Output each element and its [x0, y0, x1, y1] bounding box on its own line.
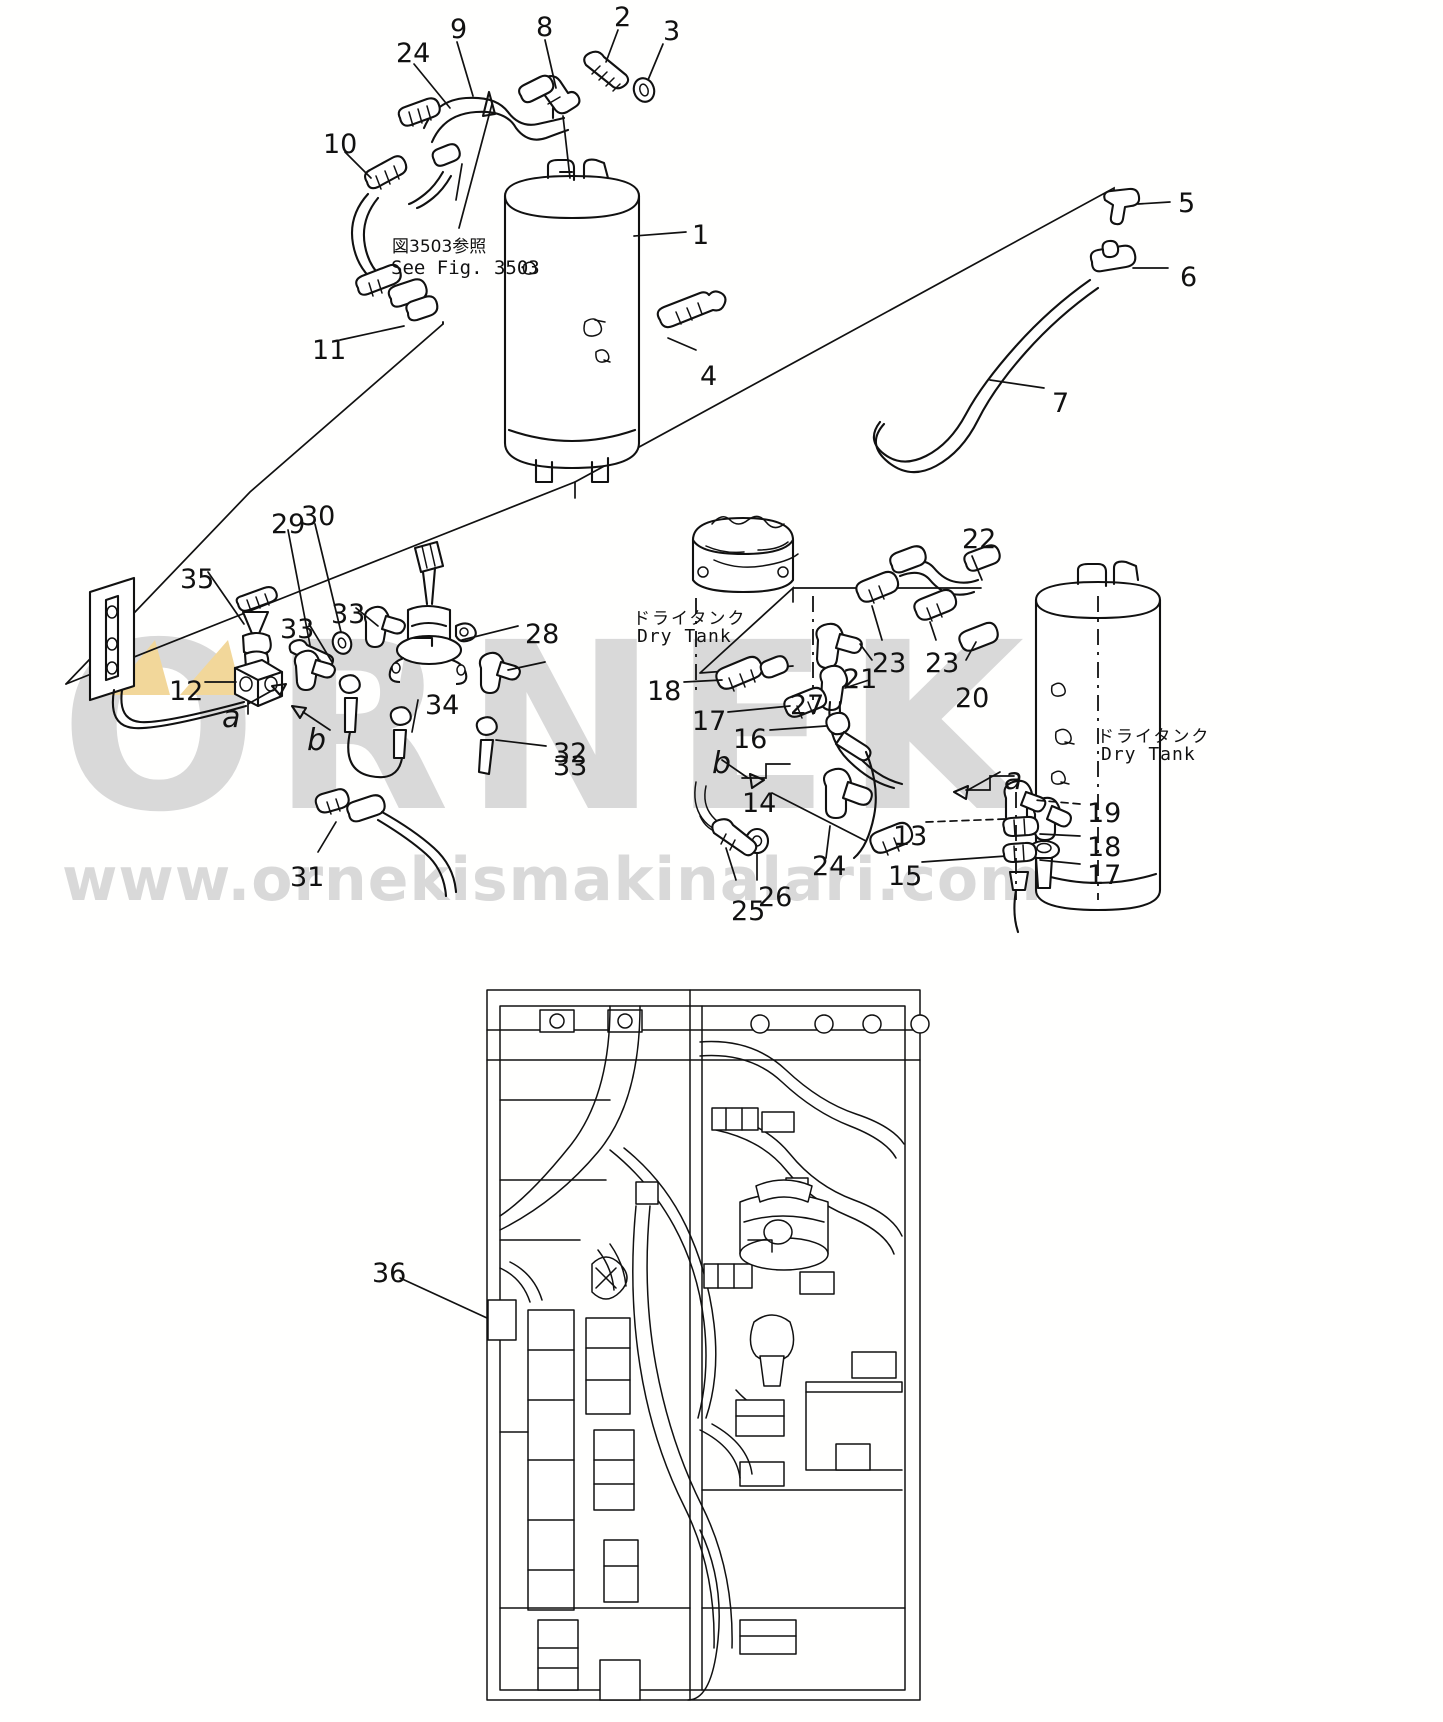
- dry-tank-right: [1034, 560, 1162, 912]
- part-28-governor: [388, 540, 519, 686]
- part-3-washer: [632, 77, 656, 103]
- callout-32: 32: [553, 738, 588, 769]
- callout-25: 25: [731, 896, 766, 927]
- callout-29: 29: [271, 509, 306, 540]
- part-23-fitting-b: [913, 588, 958, 641]
- callout-27: 27: [790, 690, 825, 721]
- callout-6: 6: [1180, 262, 1198, 293]
- dry-tank-right-label-jp: ドライタンク: [1097, 727, 1211, 747]
- callout-a: a: [222, 700, 241, 735]
- part-9-hose: [397, 74, 570, 144]
- callout-33: 33: [553, 751, 588, 782]
- callout-31: 31: [290, 862, 325, 893]
- part-22-hose: [889, 544, 1001, 596]
- installation-frame: [486, 989, 930, 1701]
- part-20-connector: [958, 621, 999, 661]
- part-17-fitting-right: [1002, 841, 1081, 934]
- callout-26: 26: [758, 882, 793, 913]
- part-24-fitting: [822, 767, 873, 859]
- callout-17: 17: [692, 706, 727, 737]
- callout-35: 35: [180, 564, 215, 595]
- callout-3: 3: [663, 16, 681, 47]
- part-7-hose: [872, 278, 1100, 474]
- callout-20: 20: [955, 683, 990, 714]
- part-33-elbow-a: [293, 649, 336, 692]
- installed-valve-cluster: [487, 1243, 639, 1691]
- callout-21: 21: [843, 664, 878, 695]
- installed-governor: [739, 1179, 829, 1271]
- callout-1: 1: [692, 220, 710, 251]
- part-12-junction-block: [233, 658, 284, 708]
- part-33-elbow-b: [355, 605, 406, 649]
- callout-17: 17: [1087, 860, 1122, 891]
- callout-36: 36: [372, 1258, 407, 1289]
- callout-23: 23: [872, 648, 907, 679]
- callout-33: 33: [280, 614, 315, 645]
- callout-14: 14: [742, 788, 777, 819]
- callout-28: 28: [525, 619, 560, 650]
- callout-22: 22: [962, 524, 997, 555]
- fig-reference-jp: 図3503参照: [392, 237, 487, 257]
- dry-tank-left-label-jp: ドライタンク: [633, 609, 747, 629]
- installed-filter: [735, 1314, 795, 1409]
- callout-33: 33: [331, 599, 366, 630]
- callout-18: 18: [1087, 832, 1122, 863]
- part-2-bolt: [583, 50, 630, 92]
- callout-24: 24: [396, 38, 431, 69]
- part-23-fitting-a: [855, 570, 900, 641]
- part-34-hose: [338, 674, 419, 779]
- callout-16: 16: [733, 724, 768, 755]
- callout-18: 18: [647, 676, 682, 707]
- callout-15: 15: [888, 861, 923, 892]
- dry-tank-right-label-en: Dry Tank: [1101, 744, 1196, 765]
- part-17-fitting-left: [727, 686, 828, 719]
- mounting-bracket: [88, 576, 136, 702]
- callout-23: 23: [925, 648, 960, 679]
- dry-tank-left-label-en: Dry Tank: [637, 626, 732, 647]
- callout-24: 24: [812, 851, 847, 882]
- part-32-fitting: [475, 716, 547, 776]
- callout-11: 11: [312, 335, 347, 366]
- part-18-fitting-right: [1002, 815, 1081, 838]
- callout-5: 5: [1178, 188, 1196, 219]
- callout-b: b: [307, 723, 327, 758]
- part-16-hose: [769, 711, 877, 860]
- part-31-fitting: [314, 788, 458, 898]
- part-18-fitting-left: [683, 655, 789, 692]
- callout-12: 12: [169, 676, 204, 707]
- callout-a: a: [1004, 762, 1023, 797]
- callout-7: 7: [1052, 388, 1070, 419]
- callout-34: 34: [425, 690, 460, 721]
- part-33-elbow-c: [478, 651, 546, 695]
- callout-4: 4: [700, 361, 718, 392]
- callout-30: 30: [301, 501, 336, 532]
- callout-10: 10: [323, 129, 358, 160]
- air-tank-main: [503, 158, 641, 484]
- part-4-drain-cock: [656, 290, 727, 351]
- part-14-fitting: [771, 792, 914, 856]
- callout-8: 8: [536, 12, 554, 43]
- fig-reference-en: See Fig. 3503: [391, 257, 540, 279]
- callout-19: 19: [1087, 798, 1122, 829]
- part-aux-fitting: [407, 143, 463, 210]
- part-30-washer: [331, 631, 353, 655]
- part-25-bolt: [711, 818, 758, 881]
- part-11-fittings: [339, 263, 439, 341]
- part-6-valve: [1089, 239, 1169, 273]
- callout-9: 9: [450, 14, 468, 45]
- callout-13: 13: [893, 821, 928, 852]
- part-21-elbow: [815, 622, 873, 670]
- callout-2: 2: [614, 2, 632, 33]
- compressor-body: [691, 515, 799, 594]
- installed-right-block: [699, 1351, 903, 1491]
- callout-b: b: [712, 746, 732, 781]
- part-5-valve: [1103, 187, 1171, 226]
